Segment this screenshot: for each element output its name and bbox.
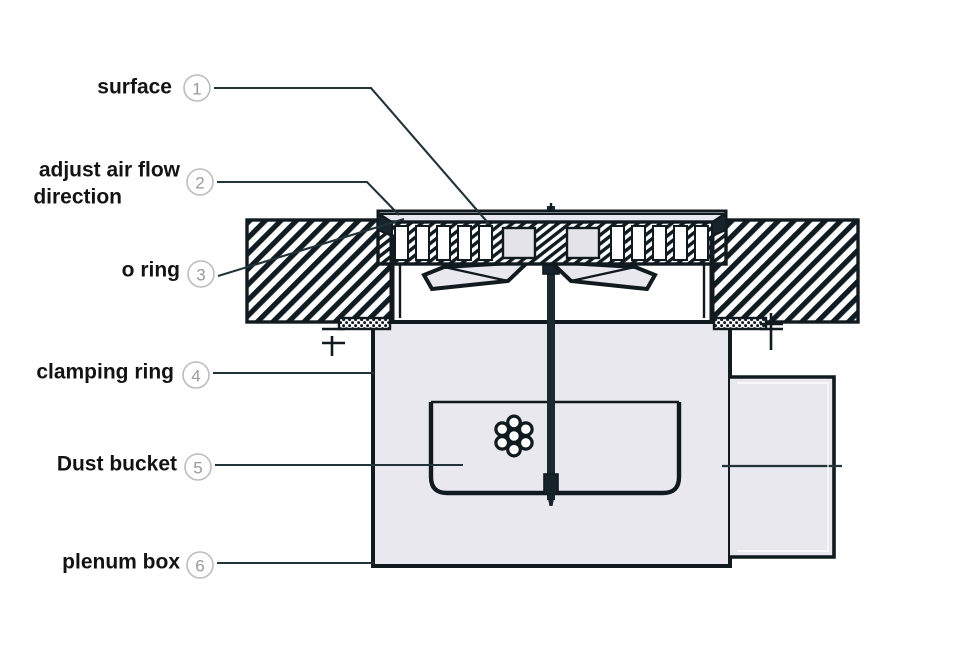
callout-number-2: 2 bbox=[195, 174, 204, 193]
grille-slot bbox=[394, 225, 409, 261]
adjustable-vanes bbox=[421, 259, 658, 292]
callout-label-clamping-ring: clamping ring bbox=[36, 361, 174, 384]
rod-tip bbox=[547, 494, 555, 506]
leader-lines bbox=[213, 86, 490, 565]
duct-inner-highlight bbox=[737, 382, 829, 552]
grille-plenum-cell bbox=[565, 226, 601, 260]
callout-label-o-ring: o ring bbox=[122, 259, 180, 282]
grille-slot bbox=[436, 225, 451, 261]
callout-label-adjust-air-flow-line2: direction bbox=[33, 186, 122, 209]
grille-band-outline bbox=[376, 220, 728, 266]
callout-labels: surface adjust air flow direction o ring… bbox=[33, 76, 180, 574]
grille-slot bbox=[478, 225, 493, 261]
grille-plenum-cell bbox=[501, 226, 537, 260]
grille-slot bbox=[652, 225, 667, 261]
center-rod bbox=[547, 206, 555, 500]
leader-line-2 bbox=[217, 180, 400, 216]
grille-band bbox=[378, 222, 726, 264]
callout-number-4: 4 bbox=[191, 367, 200, 386]
ceiling-slab-right bbox=[712, 220, 858, 322]
clamping-ring-right-band bbox=[712, 316, 768, 331]
grille-slot bbox=[610, 225, 625, 261]
callout-label-adjust-air-flow-line1: adjust air flow bbox=[39, 159, 181, 182]
callout-marker-4[interactable]: 4 bbox=[182, 361, 210, 389]
grille-slot bbox=[415, 225, 430, 261]
ceiling-slab bbox=[245, 218, 860, 324]
callout-number-1: 1 bbox=[192, 80, 201, 99]
rod-lower-nut bbox=[543, 473, 559, 495]
callout-marker-5[interactable]: 5 bbox=[184, 453, 212, 481]
clamping-ring-right bbox=[712, 313, 783, 350]
vane-right-fold bbox=[570, 265, 636, 283]
side-duct-connection bbox=[722, 322, 842, 566]
diffuser-face-assembly bbox=[376, 209, 728, 322]
callout-label-dust-bucket: Dust bucket bbox=[57, 453, 177, 476]
grille-slot bbox=[631, 225, 646, 261]
callout-marker-6[interactable]: 6 bbox=[186, 551, 214, 579]
callout-marker-3[interactable]: 3 bbox=[187, 260, 215, 288]
callout-number-5: 5 bbox=[193, 459, 202, 478]
callout-number-3: 3 bbox=[196, 266, 205, 285]
callout-marker-2[interactable]: 2 bbox=[186, 168, 214, 196]
grille-slot bbox=[694, 225, 709, 261]
grille-slot bbox=[457, 225, 472, 261]
leader-line-3 bbox=[217, 217, 405, 278]
leader-line-1 bbox=[214, 86, 490, 225]
clamping-ring-left bbox=[322, 316, 392, 356]
callout-label-surface: surface bbox=[97, 76, 172, 99]
callout-number-6: 6 bbox=[195, 557, 204, 576]
grille-slot bbox=[673, 225, 688, 261]
callout-markers: 1 2 3 4 5 6 bbox=[182, 74, 215, 579]
callout-marker-1[interactable]: 1 bbox=[183, 74, 211, 102]
clamping-ring-left-band bbox=[337, 316, 392, 331]
callout-label-plenum-box: plenum box bbox=[62, 551, 180, 574]
ceiling-slab-left bbox=[247, 220, 392, 322]
perforation-symbol bbox=[494, 414, 534, 458]
vane-left-fold bbox=[443, 265, 509, 283]
